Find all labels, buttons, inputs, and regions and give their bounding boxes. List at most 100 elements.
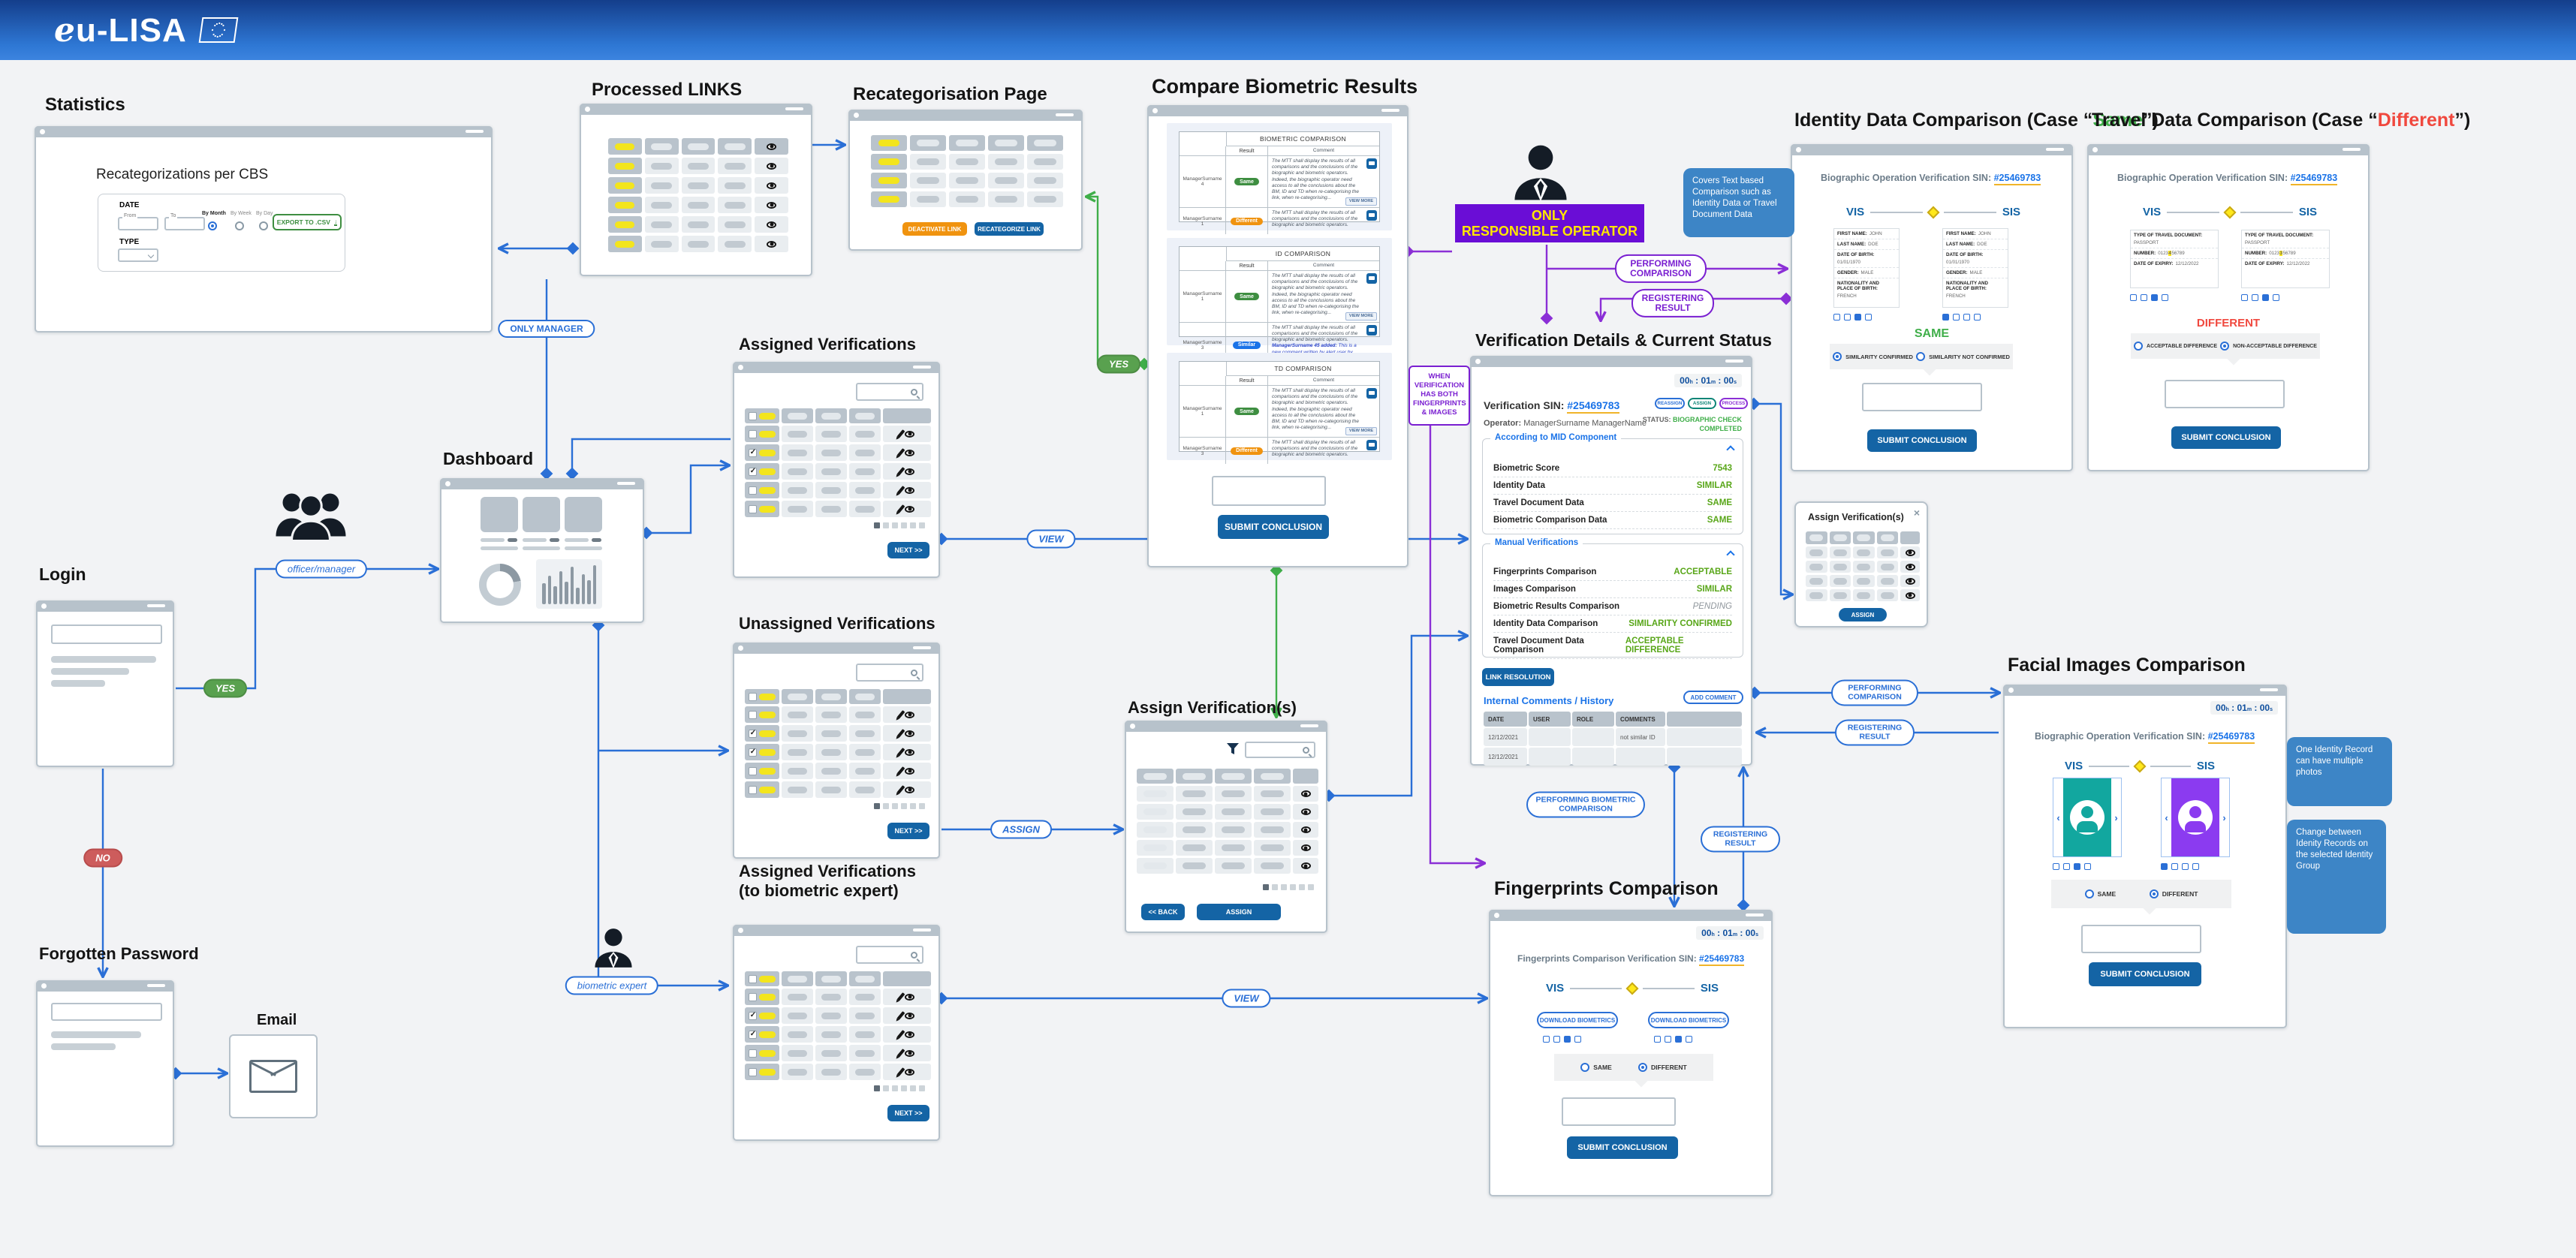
view-icon[interactable]	[767, 240, 777, 248]
search-input[interactable]	[1246, 743, 1303, 757]
view-icon[interactable]	[1905, 591, 1915, 599]
record-selector[interactable]	[1833, 314, 1872, 321]
view-icon[interactable]	[905, 430, 914, 438]
sin-link[interactable]: #25469783	[1699, 953, 1745, 966]
dashboard-card[interactable]	[523, 497, 560, 532]
collapse-icon[interactable]	[1726, 550, 1735, 559]
row-checkbox[interactable]	[749, 486, 758, 495]
radio-by-day[interactable]	[259, 221, 268, 230]
radio-by-week[interactable]	[235, 221, 244, 230]
pagination-dots[interactable]	[874, 1085, 925, 1091]
view-more-button[interactable]: VIEW MORE	[1345, 197, 1377, 206]
pagination-dots[interactable]	[874, 803, 925, 809]
row-checkbox[interactable]	[749, 785, 758, 794]
next-button[interactable]: NEXT >>	[887, 1105, 929, 1121]
submit-conclusion-button[interactable]: SUBMIT CONCLUSION	[1867, 429, 1977, 452]
radio-acceptable-difference[interactable]: ACCEPTABLE DIFFERENCE	[2134, 342, 2217, 351]
record-selector[interactable]	[1942, 314, 1981, 321]
view-icon[interactable]	[905, 767, 914, 775]
edit-icon[interactable]	[896, 785, 905, 794]
sin-link[interactable]: #25469783	[1567, 399, 1620, 414]
row-checkbox[interactable]	[749, 766, 758, 775]
submit-conclusion-button[interactable]: SUBMIT CONCLUSION	[1567, 1136, 1678, 1159]
date-from-input[interactable]	[118, 217, 158, 230]
back-button[interactable]: << BACK	[1141, 904, 1185, 920]
recategorize-link-button[interactable]: RECATEGORIZE LINK	[975, 222, 1044, 236]
search-input[interactable]	[857, 385, 911, 399]
search-input[interactable]	[857, 666, 911, 679]
next-button[interactable]: NEXT >>	[887, 542, 929, 558]
radio-same[interactable]: SAME	[1580, 1063, 1612, 1072]
view-icon[interactable]	[905, 786, 914, 793]
edit-icon[interactable]	[896, 748, 905, 757]
login-input[interactable]	[51, 624, 162, 644]
row-checkbox[interactable]	[749, 504, 758, 513]
next-button[interactable]: NEXT >>	[887, 823, 929, 839]
radio-different[interactable]: DIFFERENT	[1638, 1063, 1687, 1072]
row-checkbox[interactable]	[749, 710, 758, 719]
edit-icon[interactable]	[896, 1067, 905, 1076]
view-icon[interactable]	[905, 748, 914, 756]
view-icon[interactable]	[767, 221, 777, 228]
radio-same[interactable]: SAME	[2084, 889, 2116, 898]
row-checkbox[interactable]: ✓	[749, 729, 758, 738]
sin-link[interactable]: #25469783	[2207, 731, 2255, 744]
view-icon[interactable]	[905, 1049, 914, 1057]
prev-photo-icon[interactable]: ‹	[2165, 811, 2168, 823]
row-checkbox[interactable]: ✓	[749, 448, 758, 457]
link-resolution-button[interactable]: LINK RESOLUTION	[1482, 668, 1554, 686]
dashboard-card[interactable]	[565, 497, 602, 532]
conclusion-textarea[interactable]	[1862, 383, 1982, 411]
close-icon[interactable]: ×	[1913, 507, 1920, 519]
download-biometrics-button[interactable]: DOWNLOAD BIOMETRICS	[1648, 1012, 1729, 1028]
sin-link[interactable]: #25469783	[1993, 173, 2041, 185]
view-icon[interactable]	[1300, 826, 1311, 833]
view-icon[interactable]	[905, 1068, 914, 1076]
comment-icon[interactable]	[1366, 273, 1377, 284]
edit-icon[interactable]	[896, 486, 905, 495]
sin-link[interactable]: #25469783	[2290, 173, 2338, 185]
view-icon[interactable]	[767, 201, 777, 209]
edit-icon[interactable]	[896, 992, 905, 1001]
deactivate-link-button[interactable]: DEACTIVATE LINK	[902, 222, 967, 236]
submit-conclusion-button[interactable]: SUBMIT CONCLUSION	[1218, 515, 1329, 539]
date-to-input[interactable]	[164, 217, 205, 230]
view-icon[interactable]	[905, 449, 914, 456]
view-icon[interactable]	[905, 1031, 914, 1038]
view-icon[interactable]	[1905, 577, 1915, 585]
comment-icon[interactable]	[1366, 440, 1377, 450]
radio-non-acceptable-difference[interactable]: NON-ACCEPTABLE DIFFERENCE	[2220, 342, 2317, 351]
search-input[interactable]	[857, 948, 911, 962]
reassign-button[interactable]: REASSIGN	[1655, 398, 1685, 409]
view-icon[interactable]	[905, 730, 914, 737]
export-csv-button[interactable]: EXPORT TO .CSV↓	[273, 214, 342, 230]
pagination-dots[interactable]	[1263, 884, 1314, 890]
view-icon[interactable]	[905, 486, 914, 494]
view-icon[interactable]	[767, 182, 777, 189]
edit-icon[interactable]	[896, 710, 905, 719]
edit-icon[interactable]	[896, 448, 905, 457]
record-selector[interactable]	[2053, 863, 2091, 870]
record-selector[interactable]	[2130, 294, 2168, 301]
row-checkbox[interactable]: ✓	[749, 748, 758, 757]
view-icon[interactable]	[905, 711, 914, 718]
select-all-checkbox[interactable]	[749, 974, 758, 983]
edit-icon[interactable]	[896, 1049, 905, 1058]
select-all-checkbox[interactable]	[749, 692, 758, 701]
edit-icon[interactable]	[896, 429, 905, 438]
view-icon[interactable]	[905, 468, 914, 475]
row-checkbox[interactable]: ✓	[749, 1030, 758, 1039]
edit-icon[interactable]	[896, 766, 905, 775]
record-selector[interactable]	[2161, 863, 2199, 870]
email-input[interactable]	[51, 1003, 162, 1021]
comment-icon[interactable]	[1366, 158, 1377, 170]
record-selector[interactable]	[1543, 1036, 1581, 1043]
select-all-checkbox[interactable]	[749, 411, 758, 420]
view-icon[interactable]	[905, 1012, 914, 1019]
download-biometrics-button[interactable]: DOWNLOAD BIOMETRICS	[1537, 1012, 1618, 1028]
submit-conclusion-button[interactable]: SUBMIT CONCLUSION	[2089, 962, 2201, 986]
edit-icon[interactable]	[896, 729, 905, 738]
view-icon[interactable]	[1300, 844, 1311, 851]
view-icon[interactable]	[1905, 549, 1915, 556]
view-icon[interactable]	[905, 993, 914, 1001]
